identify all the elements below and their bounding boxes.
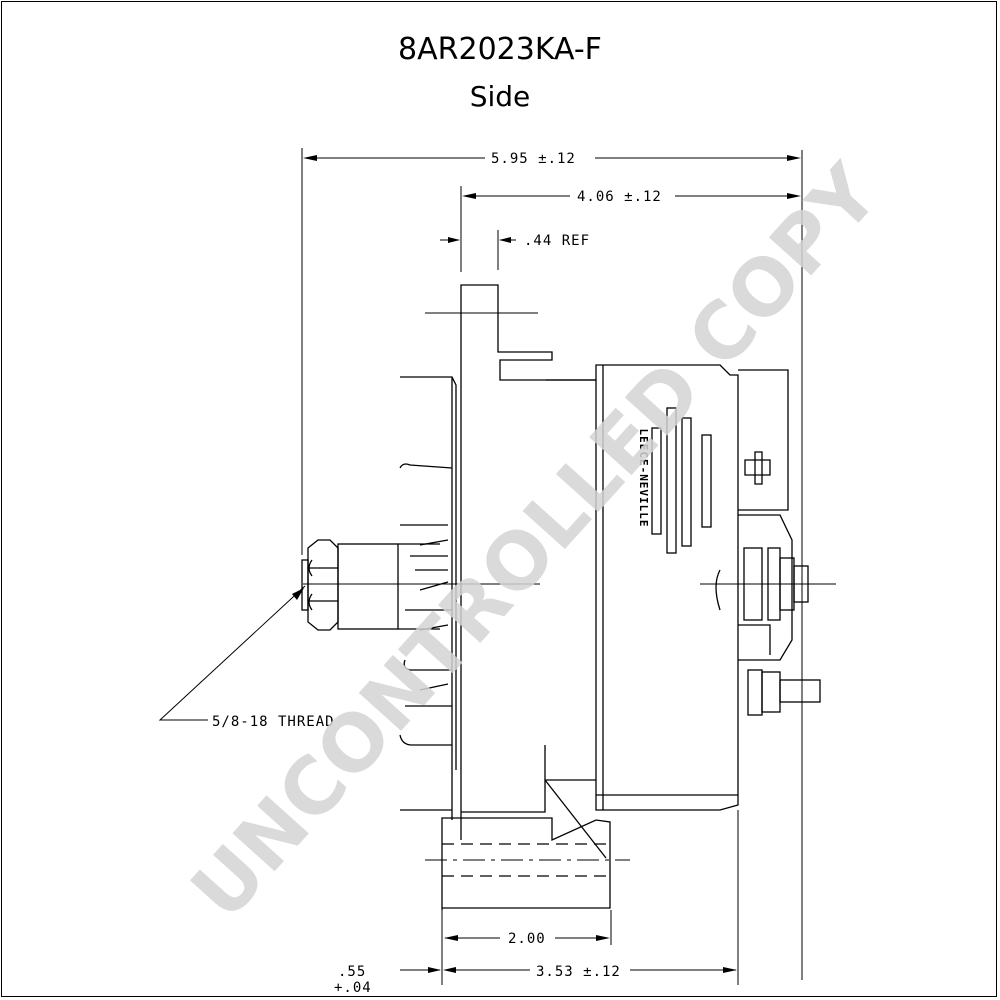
pulley-fan bbox=[399, 376, 457, 820]
part-number-title: 8AR2023KA-F bbox=[398, 32, 602, 67]
ground-terminal bbox=[747, 669, 821, 716]
housing-length-text: 4.06 ±.12 bbox=[577, 189, 662, 205]
battery-terminal bbox=[743, 547, 809, 621]
overall-length-dimension: 5.95 ±.12 bbox=[301, 148, 803, 980]
mounting-foot bbox=[425, 779, 630, 910]
mount-width-text: 2.00 bbox=[508, 931, 546, 947]
mount-to-rear-text: 3.53 ±.12 bbox=[536, 964, 621, 980]
pulley-ref-dimension: .44 REF bbox=[440, 230, 590, 270]
offset-value-text: .55 bbox=[338, 964, 366, 980]
shaft-and-nut bbox=[301, 539, 540, 631]
stator-housing: LEECE-NEVILLE bbox=[546, 364, 739, 811]
overall-length-text: 5.95 ±.12 bbox=[491, 151, 576, 167]
housing-length-dimension: 4.06 ±.12 bbox=[460, 186, 801, 272]
view-label: Side bbox=[469, 80, 531, 113]
offset-tolerance-text: +.04 bbox=[334, 980, 372, 996]
drive-end-frame bbox=[425, 284, 596, 840]
brand-label: LEECE-NEVILLE bbox=[637, 428, 650, 527]
housing-cooling-slots bbox=[651, 407, 712, 554]
thread-callout-text: 5/8-18 THREAD bbox=[212, 714, 335, 730]
rear-end-housing bbox=[700, 369, 836, 716]
pulley-ref-text: .44 REF bbox=[524, 233, 590, 249]
mount-width-dimension: 2.00 bbox=[444, 910, 612, 947]
bottom-dimensions: .55 +.04 3.53 ±.12 bbox=[334, 810, 739, 996]
thread-callout: 5/8-18 THREAD bbox=[158, 585, 335, 730]
